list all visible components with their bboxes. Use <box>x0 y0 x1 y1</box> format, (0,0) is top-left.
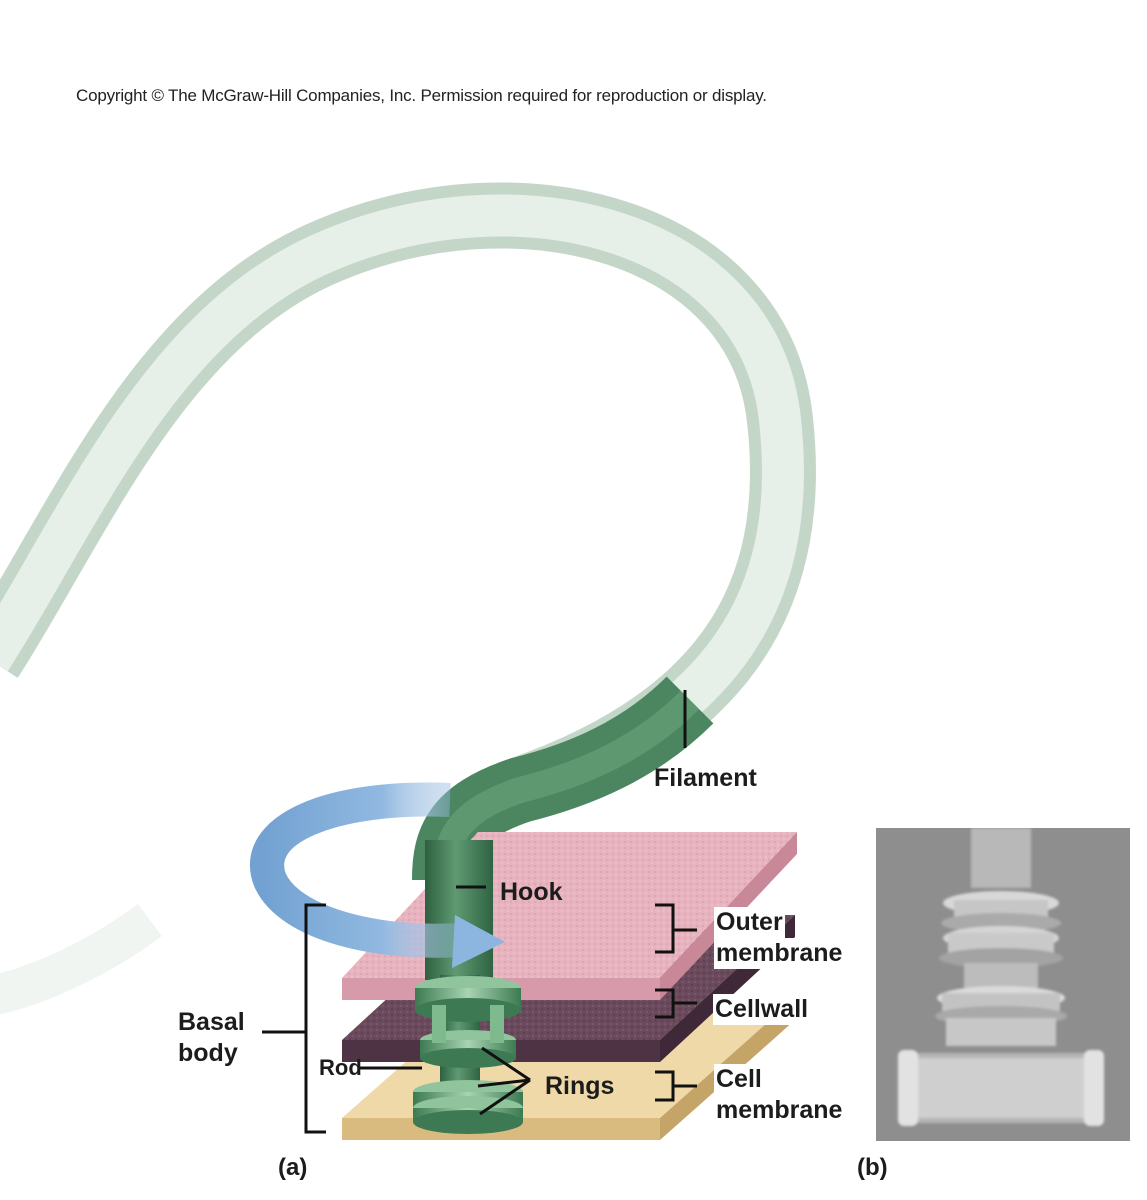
basal-body-label-line1: Basal <box>178 1008 245 1036</box>
outer-membrane-label-line1: Outer <box>714 907 785 938</box>
panel-a-label: (a) <box>278 1154 308 1181</box>
electron-micrograph <box>876 828 1130 1141</box>
basal-body-bracket <box>304 903 326 1134</box>
cell-membrane-label-line2: membrane <box>714 1095 845 1126</box>
cell-wall-label: Cellwall <box>713 994 811 1025</box>
filament-label: Filament <box>654 764 757 792</box>
curved-rotation-arrow-icon <box>250 782 505 968</box>
ring-set <box>413 976 523 1134</box>
copyright-notice: Copyright © The McGraw-Hill Companies, I… <box>76 86 767 105</box>
rings-leader-bottom <box>479 1078 531 1116</box>
panel-b-label: (b) <box>857 1154 888 1181</box>
rings-leader-top <box>481 1046 531 1082</box>
rings-label: Rings <box>545 1072 615 1100</box>
rod-label: Rod <box>319 1055 362 1080</box>
cell-membrane-label-line1: Cell <box>714 1064 764 1095</box>
basal-body-label-line2: body <box>178 1039 238 1067</box>
outer-membrane-label-line2: membrane <box>714 938 845 969</box>
rings-leader-mid <box>477 1078 531 1088</box>
hook-label: Hook <box>500 878 563 906</box>
